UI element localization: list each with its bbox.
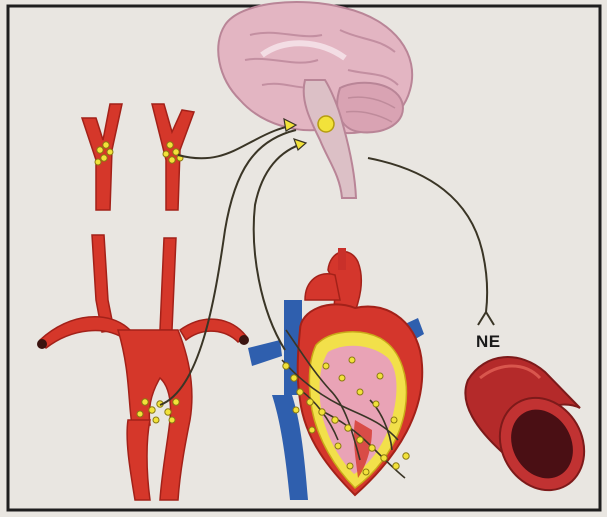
brainstem-nucleus [318, 116, 334, 132]
ne-label: NE [476, 332, 501, 352]
